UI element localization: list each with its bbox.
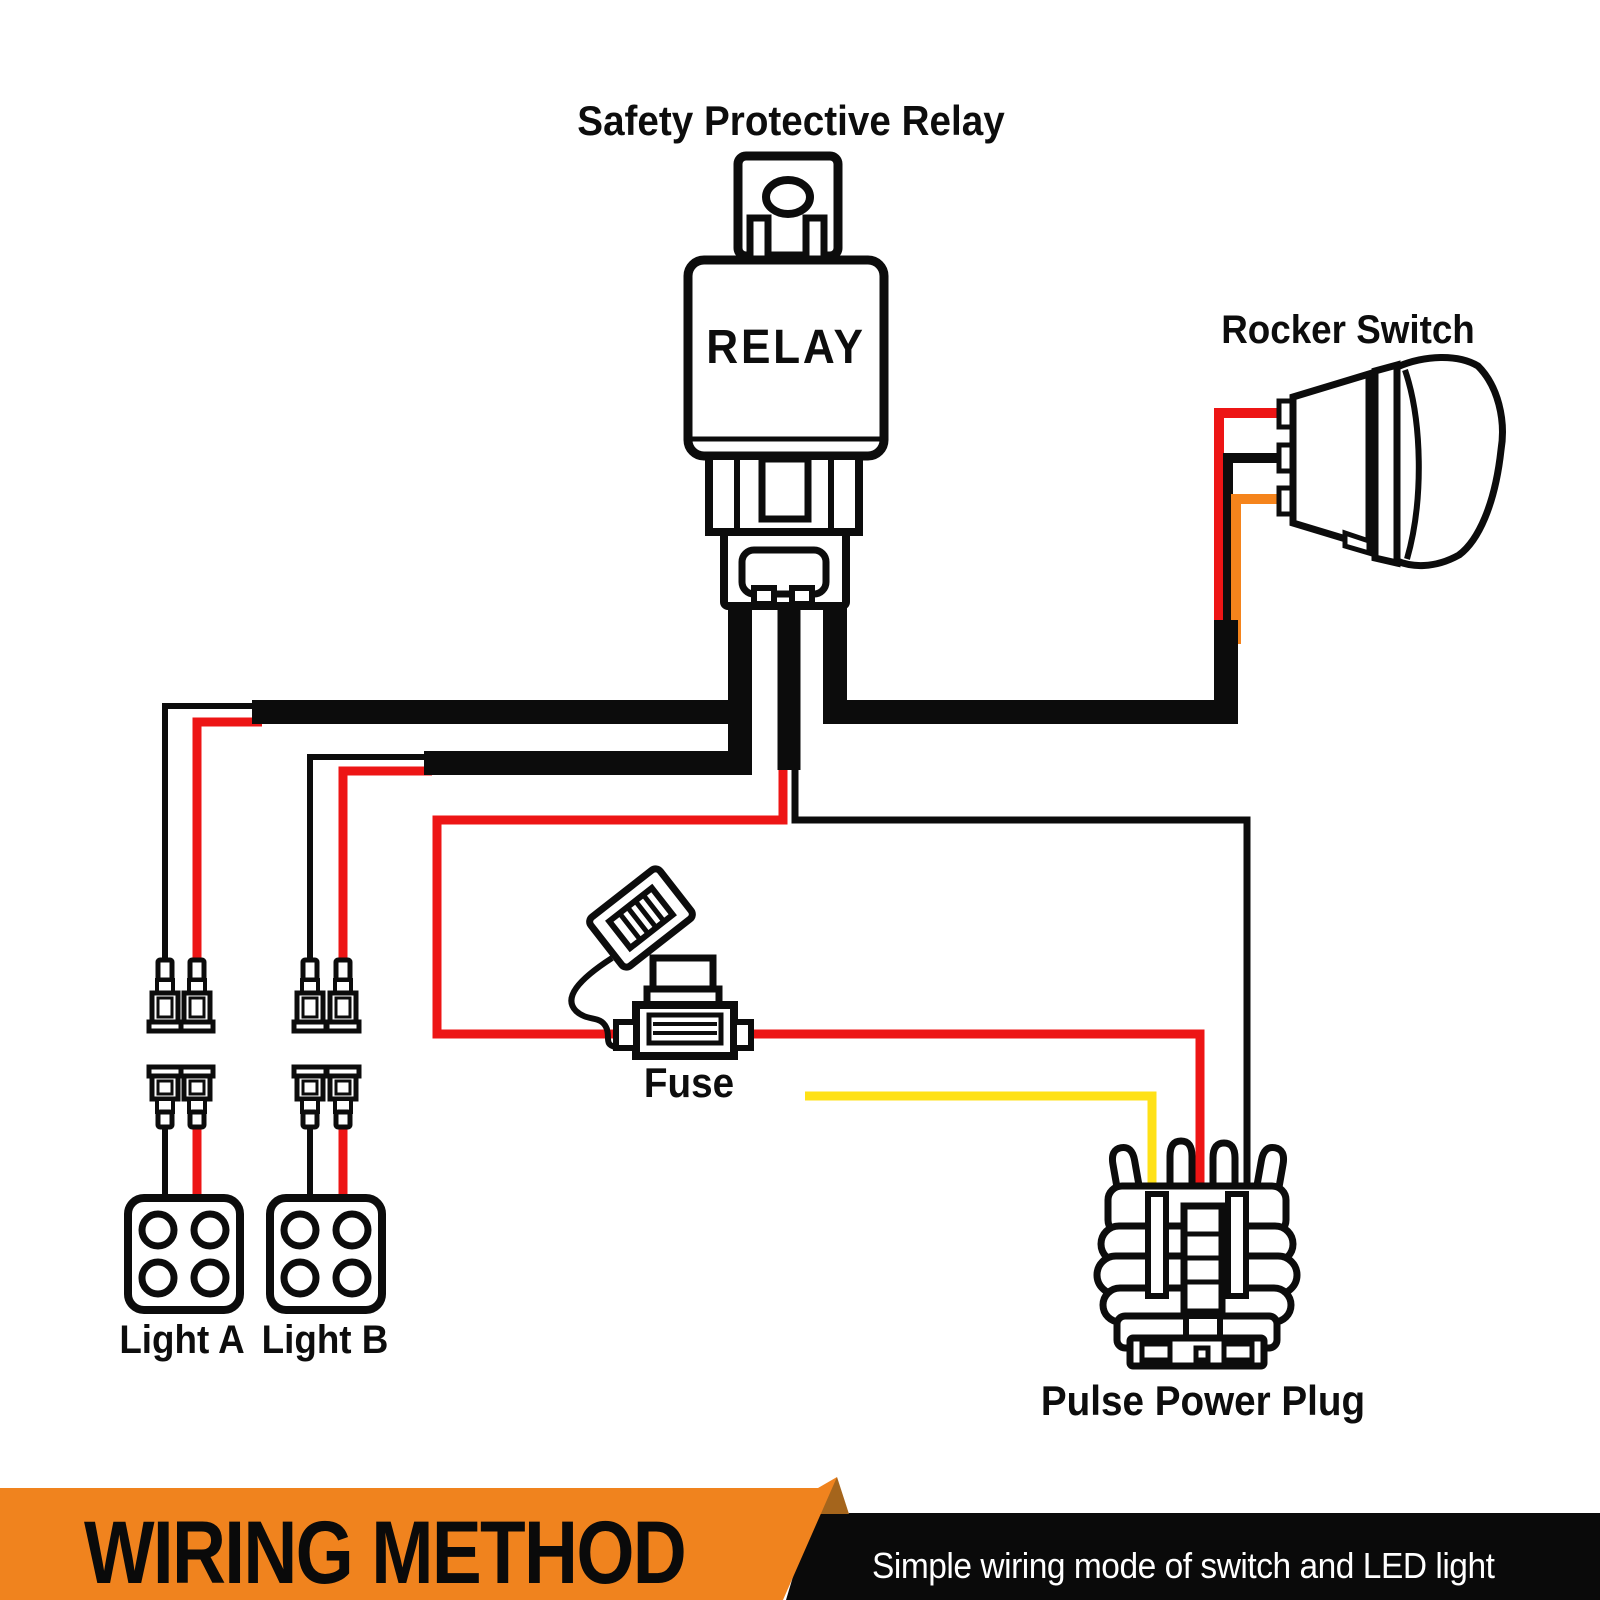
fuse-holder-stripes — [653, 1022, 717, 1035]
plug-slot-bar — [1145, 1191, 1169, 1299]
relay-mount-hole — [762, 176, 814, 218]
male-bullet-connector-icon — [181, 960, 213, 1031]
label-fuse: Fuse — [643, 1059, 735, 1106]
fuse-holder-cap — [649, 954, 717, 993]
wire-black-rocker — [1223, 453, 1284, 644]
plug-foot — [1193, 1345, 1211, 1363]
wire-black-relay-to-plug — [791, 764, 1251, 1194]
label-safety-protective-relay: Safety Protective Relay — [577, 97, 1005, 144]
banner-shapes — [0, 1477, 1600, 1600]
male-bullet-connector-icon — [327, 960, 359, 1031]
fuse-blade — [586, 865, 696, 971]
wire-black-light-b — [307, 754, 432, 962]
relay-plug-notch — [789, 585, 815, 607]
rocker-switch-icon — [1276, 354, 1506, 570]
relay-plug-notch — [751, 585, 777, 607]
female-bullet-connector-icon — [294, 1067, 326, 1127]
rocker-body — [1289, 369, 1373, 551]
banner-title: WIRING METHOD — [84, 1502, 687, 1600]
male-bullet-connector-icon — [294, 960, 326, 1031]
female-bullet-connector-icon — [327, 1067, 359, 1127]
pulse-power-plug-icon — [1093, 1137, 1301, 1370]
wire-layer-thin — [162, 408, 1284, 1202]
connector-icons — [149, 960, 359, 1127]
label-pulse-power-plug: Pulse Power Plug — [1040, 1377, 1366, 1424]
rocker-paddle-crease — [1402, 369, 1422, 560]
cable-relay-pin-left-bus-b — [424, 598, 752, 775]
wire-orange-rocker — [1231, 494, 1284, 644]
female-bullet-connector-icon — [181, 1067, 213, 1127]
banner-orange-ribbon — [0, 1477, 837, 1600]
relay-icon — [683, 151, 889, 610]
wire-yellow-to-plug — [805, 1091, 1157, 1194]
relay-plug-inner — [738, 546, 830, 598]
male-bullet-connector-icon — [149, 960, 181, 1031]
relay-socket-key — [758, 455, 812, 523]
light-b-icon — [266, 1194, 386, 1314]
banner-subtitle: Simple wiring mode of switch and LED lig… — [872, 1545, 1495, 1586]
female-bullet-connector-icon — [149, 1067, 181, 1127]
wire-red-light-b — [338, 766, 432, 962]
plug-foot — [1221, 1341, 1255, 1363]
plug-channel-ladder — [1184, 1231, 1222, 1285]
fuse-icon — [568, 865, 754, 1060]
label-relay-box: RELAY — [706, 321, 866, 374]
light-a-icon — [124, 1194, 244, 1314]
fuse-terminal-left — [613, 1019, 639, 1051]
wire-red-light-a — [192, 717, 262, 962]
plug-slot-bar — [1225, 1191, 1249, 1299]
wire-layer-thick — [252, 598, 1238, 775]
wire-red-rocker — [1214, 408, 1284, 632]
wire-black-light-a — [162, 703, 262, 962]
plug-foot — [1139, 1341, 1173, 1363]
fuse-pigtail-wire — [568, 955, 617, 1050]
relay-socket-lines — [734, 460, 834, 528]
rocker-paddle — [1393, 354, 1506, 570]
fuse-holder-window — [646, 1012, 724, 1046]
banner-black-bar — [786, 1513, 1600, 1600]
label-light-a: Light A — [119, 1318, 245, 1362]
fuse-terminal-right — [731, 1019, 754, 1051]
rocker-body-tab — [1342, 529, 1372, 557]
label-rocker-switch: Rocker Switch — [1221, 308, 1475, 352]
label-light-b: Light B — [261, 1318, 389, 1362]
cable-relay-pin-right-to-rocker — [823, 598, 1238, 724]
wire-red-relay-to-fuse — [432, 764, 788, 1039]
wire-red-fuse-to-plug — [745, 1029, 1205, 1194]
